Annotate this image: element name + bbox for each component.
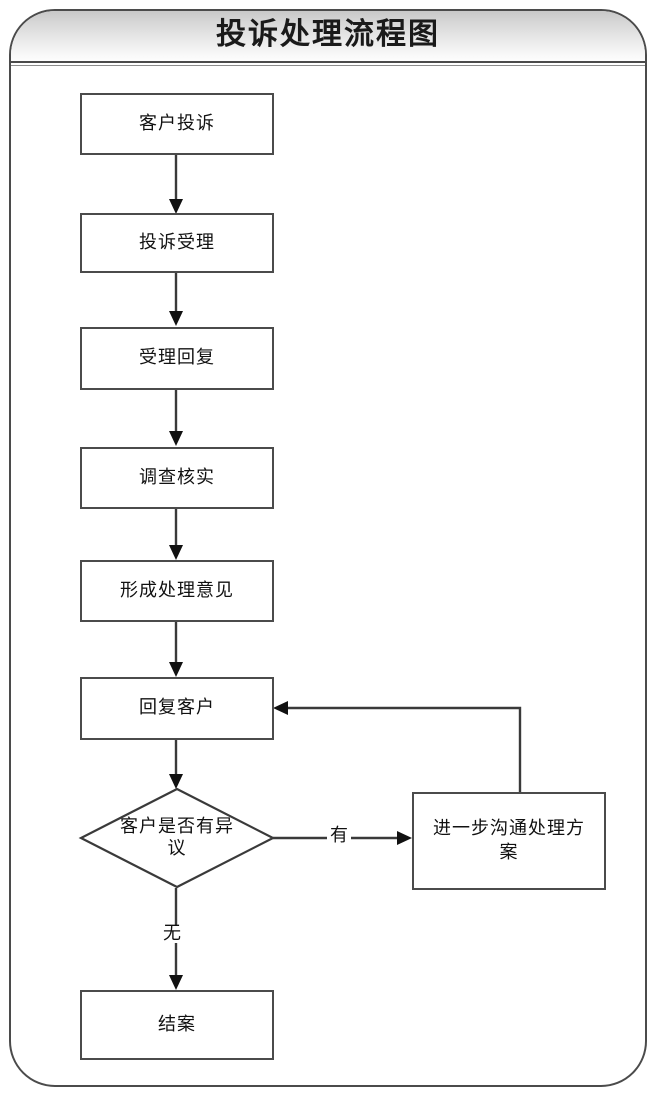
titlebar-rule	[11, 65, 645, 66]
diagram-titlebar: 投诉处理流程图	[11, 11, 645, 66]
node-label: 客户是否有异议	[120, 815, 234, 860]
page-title: 投诉处理流程图	[216, 17, 440, 52]
node-customer-complaint[interactable]: 客户投诉	[80, 93, 274, 155]
node-label: 进一步沟通处理方案	[433, 817, 585, 863]
node-form-handling-opinion[interactable]: 形成处理意见	[80, 560, 274, 622]
node-label: 投诉受理	[139, 231, 215, 253]
edge-label-no: 无	[160, 925, 184, 943]
node-further-communication-plan[interactable]: 进一步沟通处理方案	[412, 792, 606, 890]
node-acceptance-reply[interactable]: 受理回复	[80, 327, 274, 390]
node-customer-objection-decision[interactable]: 客户是否有异议	[78, 787, 276, 889]
node-label: 调查核实	[139, 466, 215, 488]
node-label: 形成处理意见	[120, 579, 234, 601]
node-case-closed[interactable]: 结案	[80, 990, 274, 1060]
node-investigate-verify[interactable]: 调查核实	[80, 447, 274, 509]
node-complaint-acceptance[interactable]: 投诉受理	[80, 213, 274, 273]
node-label: 受理回复	[139, 347, 215, 369]
node-reply-customer[interactable]: 回复客户	[80, 677, 274, 740]
decision-diamond-shape	[78, 787, 276, 889]
node-label: 客户投诉	[139, 112, 215, 134]
node-label: 结案	[158, 1013, 196, 1035]
diagram-frame: 投诉处理流程图	[9, 9, 647, 1087]
edge-label-yes: 有	[327, 827, 351, 845]
node-label: 回复客户	[139, 697, 215, 719]
